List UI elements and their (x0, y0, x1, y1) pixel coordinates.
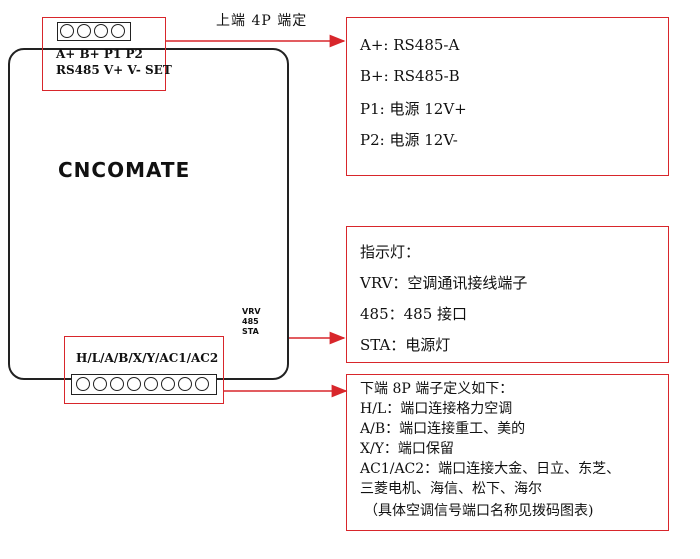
top-terminal-hole (111, 24, 125, 38)
bottom-terminal-hole (178, 377, 192, 391)
indicator-info-line: STA：电源灯 (360, 336, 451, 354)
indicator-info-line: 指示灯： (360, 243, 421, 261)
top-terminal-hole (94, 24, 108, 38)
bottom-terminal-hole (76, 377, 90, 391)
bottom-terminal-hole (93, 377, 107, 391)
bottom-terminal-hole (144, 377, 158, 391)
top-terminal-hole (60, 24, 74, 38)
indicator-info-line: 485：485 接口 (360, 305, 468, 323)
indicator-label-485: 485 (242, 317, 259, 326)
bottom-terminal-info-panel (346, 374, 669, 531)
top-terminal-highlight (42, 17, 166, 91)
indicator-info-line: VRV：空调通讯接线端子 (360, 274, 528, 292)
top-terminal-hole (77, 24, 91, 38)
top-terminal-label-row2: RS485 V+ V- SET (56, 63, 172, 77)
bottom-terminal-hole (110, 377, 124, 391)
bottom-info-line: 三菱电机、海信、松下、海尔 (360, 481, 542, 497)
top-terminal-info-panel (346, 17, 669, 176)
top-title: 上端 4P 端定 (216, 13, 308, 29)
top-info-line: P2: 电源 12V- (360, 131, 458, 149)
top-info-line: B+: RS485-B (360, 67, 460, 85)
bottom-terminal-hole (127, 377, 141, 391)
top-terminal-label-row1: A+ B+ P1 P2 (56, 47, 143, 61)
bottom-terminal-hole (195, 377, 209, 391)
top-info-line: A+: RS485-A (360, 36, 460, 54)
bottom-info-line: H/L：端口连接格力空调 (360, 401, 513, 417)
bottom-info-line: AC1/AC2：端口连接大金、日立、东芝、 (360, 461, 621, 477)
bottom-terminal-highlight (64, 336, 224, 404)
bottom-info-line: 下端 8P 端子定义如下： (360, 381, 514, 397)
device-body: VRV 485 STA (8, 48, 289, 380)
brand-logo: CNCOMATE (58, 158, 191, 182)
indicator-label-sta: STA (242, 327, 259, 336)
bottom-terminal-label: H/L/A/B/X/Y/AC1/AC2 (76, 351, 219, 365)
bottom-info-line: A/B：端口连接重工、美的 (360, 421, 526, 437)
bottom-info-line: X/Y：端口保留 (360, 441, 454, 457)
indicator-label-vrv: VRV (242, 307, 261, 316)
bottom-info-line: （具体空调信号端口名称见拨码图表) (364, 503, 594, 519)
bottom-terminal-hole (161, 377, 175, 391)
indicator-info-panel (346, 226, 669, 363)
top-info-line: P1: 电源 12V+ (360, 100, 467, 118)
